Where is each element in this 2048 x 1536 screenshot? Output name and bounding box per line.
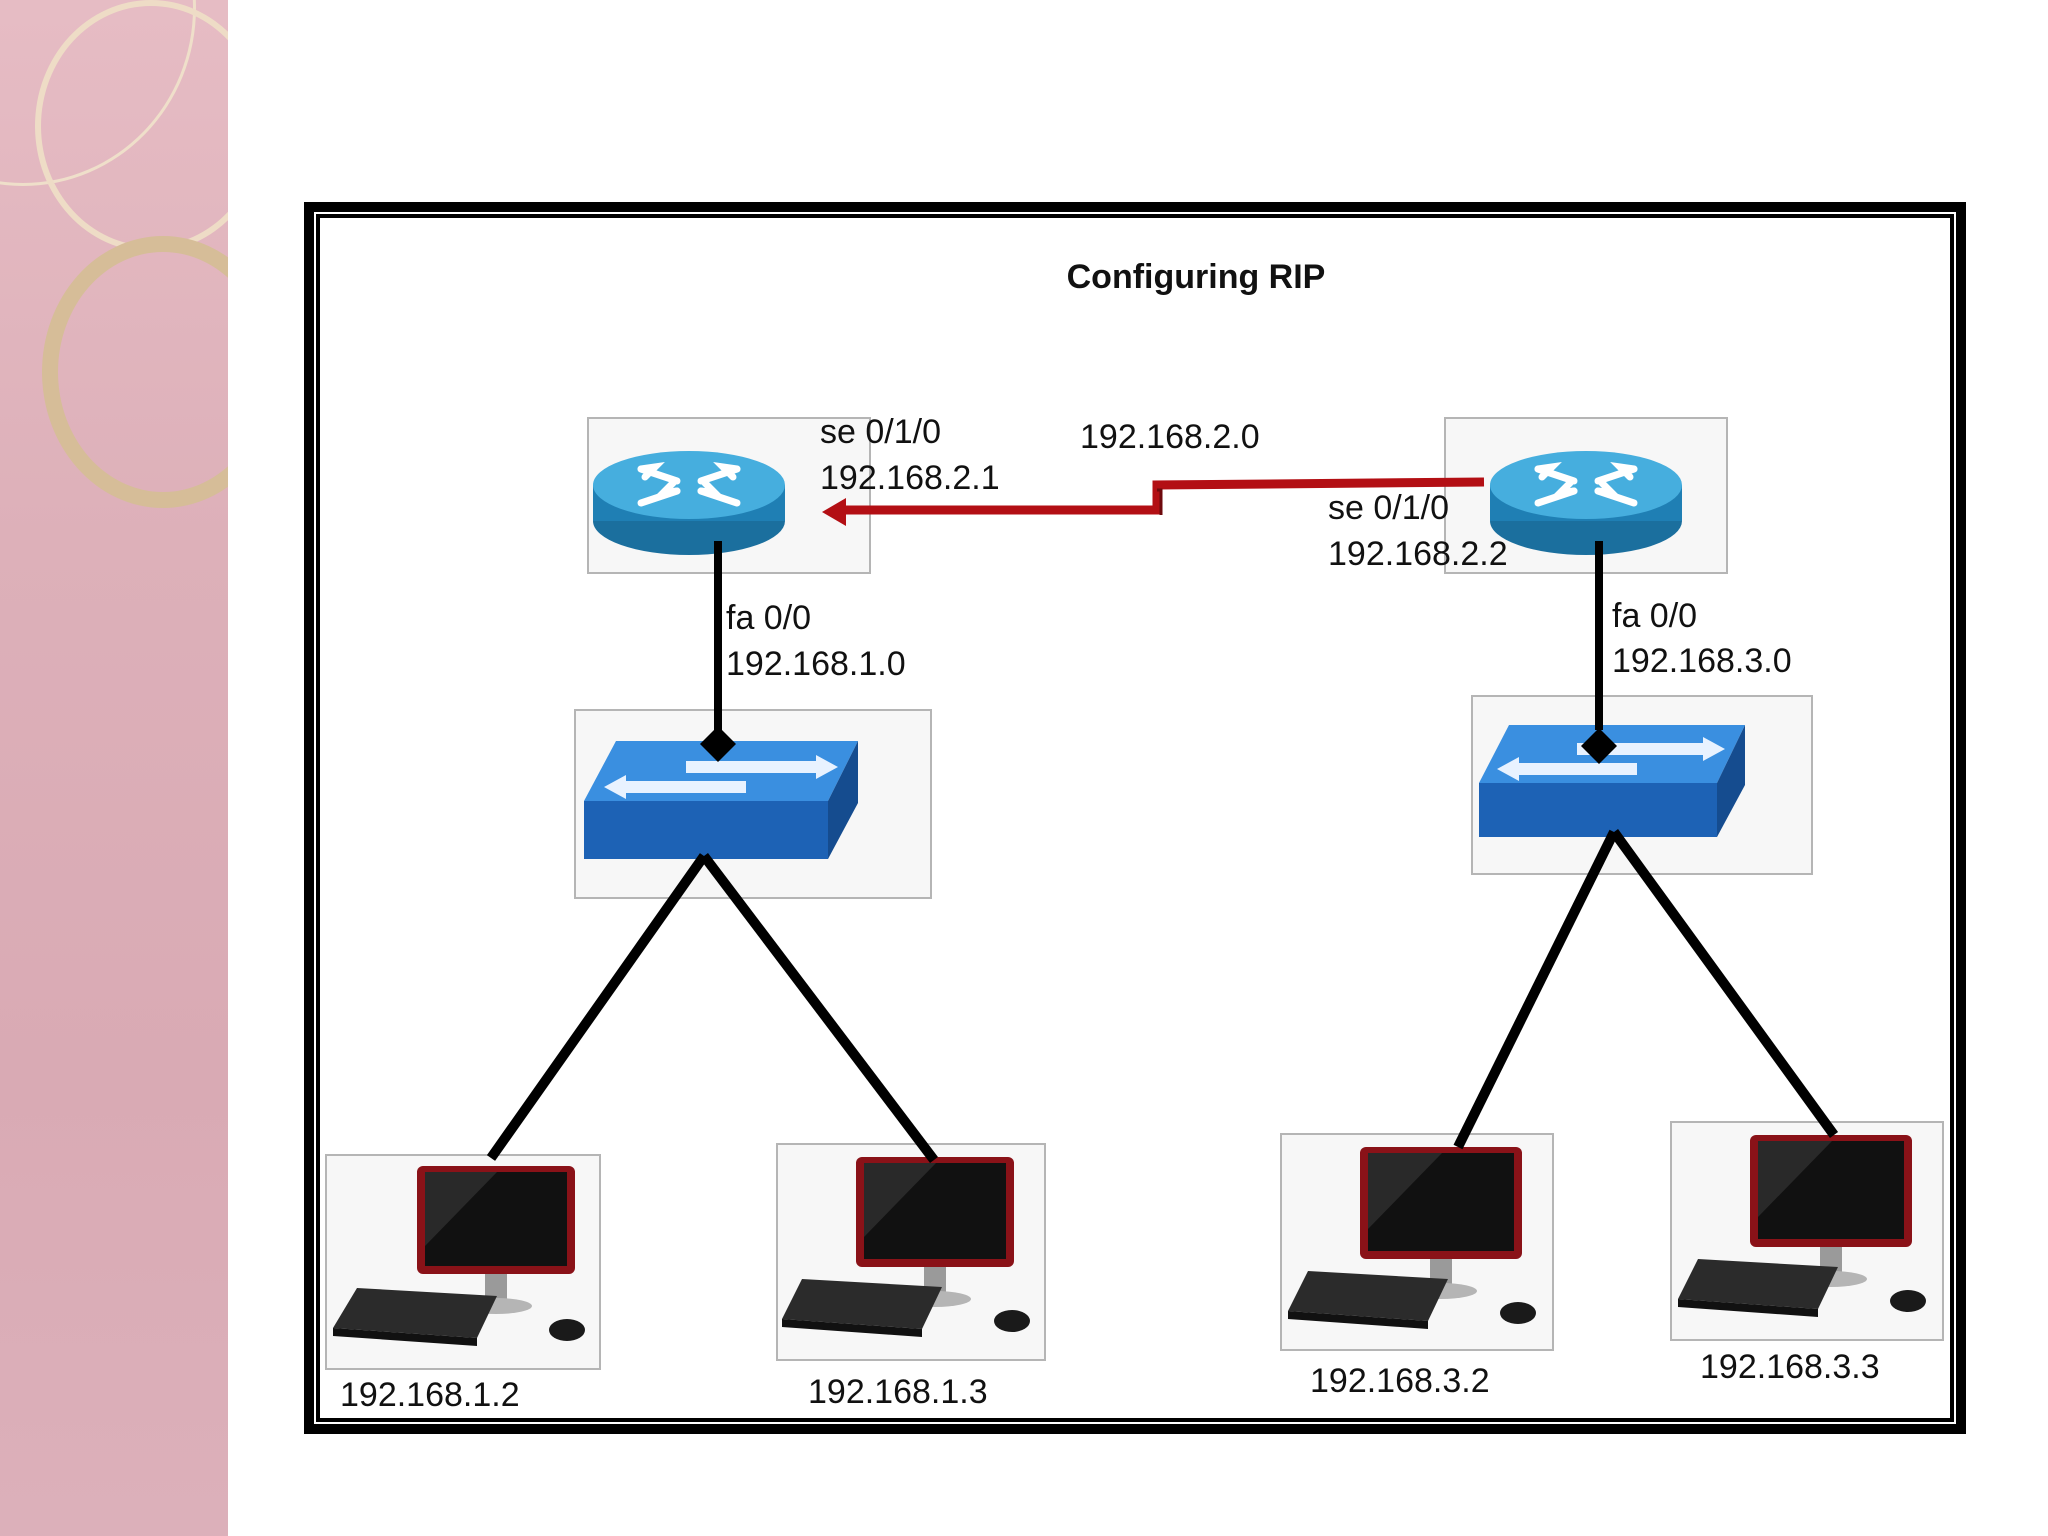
computer-1	[325, 1154, 601, 1370]
router-left-fa-if: fa 0/0	[726, 599, 812, 637]
router-left-serial-if: se 0/1/0	[820, 413, 941, 451]
fa-link-right-connector	[1581, 728, 1617, 764]
router-right-fa-net: 192.168.3.0	[1612, 642, 1792, 680]
fa-link-left-connector	[700, 726, 736, 762]
serial-link-arrowhead	[822, 498, 846, 526]
host-link-2	[700, 852, 938, 1164]
computer-3	[1280, 1133, 1554, 1351]
switch-left	[574, 709, 932, 899]
router-icon	[1490, 451, 1682, 555]
computer-icon	[782, 1157, 1030, 1337]
host-label-2: 192.168.1.3	[808, 1373, 988, 1411]
router-icon	[593, 451, 785, 555]
router-left-serial-ip: 192.168.2.1	[820, 459, 1000, 497]
host-label-3: 192.168.3.2	[1310, 1362, 1490, 1400]
switch-icon	[584, 741, 858, 859]
host-label-1: 192.168.1.2	[340, 1376, 520, 1414]
diagram-title: Configuring RIP	[1066, 258, 1326, 296]
computer-icon	[1288, 1147, 1536, 1329]
serial-network-label: 192.168.2.0	[1080, 418, 1260, 456]
router-right	[1444, 417, 1728, 574]
computer-icon	[333, 1166, 585, 1346]
computer-icon	[1678, 1135, 1926, 1317]
router-right-serial-ip: 192.168.2.2	[1328, 535, 1508, 573]
host-label-4: 192.168.3.3	[1700, 1348, 1880, 1386]
diagram-frame-inner	[316, 214, 1954, 1422]
router-left-fa-net: 192.168.1.0	[726, 645, 906, 683]
serial-link	[840, 477, 1485, 515]
computer-2	[776, 1143, 1046, 1361]
computer-4	[1670, 1121, 1944, 1341]
host-link-3	[1453, 829, 1619, 1150]
router-left	[587, 417, 871, 574]
host-link-1	[486, 853, 709, 1161]
router-right-fa-if: fa 0/0	[1612, 597, 1698, 635]
decorative-side-strip	[0, 0, 228, 1536]
host-link-4	[1609, 829, 1839, 1138]
serial-link-shadow	[1157, 488, 1163, 515]
router-right-serial-if: se 0/1/0	[1328, 489, 1449, 527]
